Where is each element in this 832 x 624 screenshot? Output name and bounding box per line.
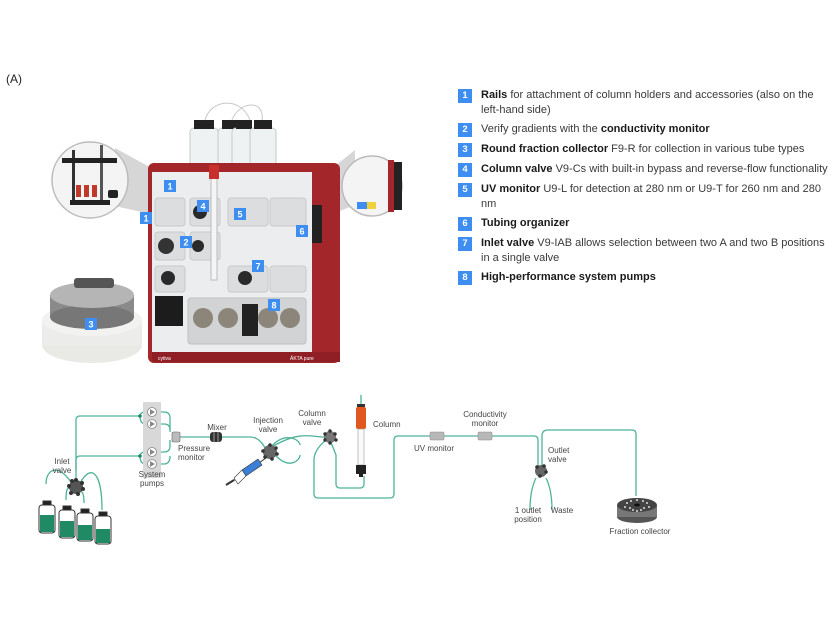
system-pumps xyxy=(138,402,161,478)
tubing xyxy=(45,395,637,511)
photo-callout-6: 6 xyxy=(296,225,308,237)
conductivity-monitor xyxy=(477,431,493,441)
photo-callout-5: 5 xyxy=(234,208,246,220)
svg-text:2: 2 xyxy=(183,238,188,248)
legend-text: Tubing organizer xyxy=(481,216,569,231)
instrument-photo: cytiva ÄKTA pure 1 1 2 3 4 5 6 7 8 xyxy=(42,102,403,363)
number-badge: 6 xyxy=(458,217,472,231)
number-badge: 5 xyxy=(458,183,472,197)
svg-text:4: 4 xyxy=(200,202,205,212)
brand-right-label: ÄKTA pure xyxy=(290,355,314,362)
legend-item: 7 Inlet valve V9-IAB allows selection bet… xyxy=(458,236,828,265)
label-mixer: Mixer xyxy=(207,423,227,432)
svg-text:1: 1 xyxy=(167,182,172,192)
legend-term: High-performance system pumps xyxy=(481,271,656,283)
legend-description: V9-Cs with built-in bypass and reverse-f… xyxy=(552,163,828,175)
outlet-valve xyxy=(535,464,548,478)
column-valve xyxy=(323,429,338,445)
panel-label: (A) xyxy=(6,72,22,86)
legend-description: V9-IAB allows selection between two A an… xyxy=(481,237,825,264)
svg-text:7: 7 xyxy=(255,262,260,272)
label-column: Column xyxy=(373,420,401,429)
svg-text:5: 5 xyxy=(237,210,242,220)
legend-term: conductivity monitor xyxy=(600,123,710,135)
buffer-bottles-diagram xyxy=(38,500,112,545)
tubing-organizer-callout-magnifier xyxy=(330,150,403,217)
injection-valve xyxy=(261,443,279,461)
fraction-collector-diagram xyxy=(617,498,657,523)
fraction-collector-photo xyxy=(42,278,142,363)
legend-term: Column valve xyxy=(481,163,553,175)
legend-item: 1 Rails for attachment of column holders … xyxy=(458,88,828,117)
svg-text:1: 1 xyxy=(143,214,148,224)
legend-item: 6 Tubing organizer xyxy=(458,216,828,231)
number-badge: 1 xyxy=(458,89,472,103)
legend-description: for attachment of column holders and acc… xyxy=(481,89,814,116)
syringe xyxy=(225,457,267,486)
svg-text:8: 8 xyxy=(271,301,276,311)
legend-text: Column valve V9-Cs with built-in bypass … xyxy=(481,162,828,177)
legend-term: Inlet valve xyxy=(481,237,535,249)
akta-instrument: cytiva ÄKTA pure xyxy=(148,163,340,363)
pressure-monitor xyxy=(171,431,181,443)
photo-callout-4: 4 xyxy=(197,200,209,212)
legend-text: UV monitor U9-L for detection at 280 nm … xyxy=(481,182,828,211)
photo-callout-7: 7 xyxy=(252,260,264,272)
mixer xyxy=(210,432,222,442)
photo-callout-1a: 1 xyxy=(164,180,176,192)
legend-item: 4 Column valve V9-Cs with built-in bypass… xyxy=(458,162,828,177)
legend-term: Tubing organizer xyxy=(481,217,570,229)
photo-callout-1b: 1 xyxy=(140,212,152,224)
legend-text: Rails for attachment of column holders a… xyxy=(481,88,828,117)
legend-text: Verify gradients with the conductivity m… xyxy=(481,122,710,137)
number-badge: 3 xyxy=(458,143,472,157)
number-badge: 2 xyxy=(458,123,472,137)
feature-legend: 1 Rails for attachment of column holders … xyxy=(458,88,828,290)
rails-callout-magnifier xyxy=(51,141,155,219)
legend-item: 8 High-performance system pumps xyxy=(458,270,828,285)
legend-text-prefix: Verify gradients with the xyxy=(481,123,601,135)
photo-callout-2: 2 xyxy=(180,236,192,248)
column xyxy=(356,404,366,477)
svg-text:6: 6 xyxy=(299,227,304,237)
photo-callout-3: 3 xyxy=(85,318,97,330)
label-fraction-collector: Fraction collector xyxy=(610,527,671,536)
number-badge: 7 xyxy=(458,237,472,251)
legend-description: F9-R for collection in various tube type… xyxy=(608,143,805,155)
legend-term: Rails xyxy=(481,89,508,101)
brand-left-label: cytiva xyxy=(158,356,171,362)
label-uv-monitor: UV monitor xyxy=(414,444,454,453)
inlet-valve xyxy=(67,478,85,496)
legend-term: Round fraction collector xyxy=(481,143,609,155)
uv-monitor xyxy=(429,431,445,441)
photo-callout-8: 8 xyxy=(268,299,280,311)
legend-item: 2 Verify gradients with the conductivity … xyxy=(458,122,828,137)
legend-item: 3 Round fraction collector F9-R for colle… xyxy=(458,142,828,157)
label-waste: Waste xyxy=(551,506,574,515)
legend-description: U9-L for detection at 280 nm or U9-T for… xyxy=(481,183,821,210)
svg-text:3: 3 xyxy=(88,320,93,330)
legend-text: Inlet valve V9-IAB allows selection betw… xyxy=(481,236,828,265)
legend-item: 5 UV monitor U9-L for detection at 280 nm… xyxy=(458,182,828,211)
number-badge: 8 xyxy=(458,271,472,285)
number-badge: 4 xyxy=(458,163,472,177)
legend-text: Round fraction collector F9-R for collec… xyxy=(481,142,804,157)
legend-text: High-performance system pumps xyxy=(481,270,656,285)
legend-term: UV monitor xyxy=(481,183,541,195)
